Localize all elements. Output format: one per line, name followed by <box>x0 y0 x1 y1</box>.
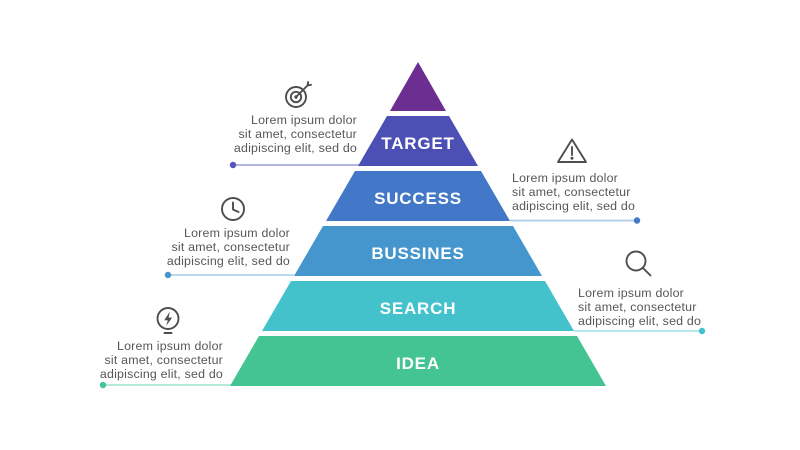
band-label-target: TARGET <box>381 134 454 153</box>
note-idea-line2: sit amet, consectetur <box>104 353 223 368</box>
note-idea: Lorem ipsum dolor sit amet, consectetur … <box>100 339 223 382</box>
note-success-line3: adipiscing elit, sed do <box>512 199 636 214</box>
note-search-line2: sit amet, consectetur <box>578 300 697 315</box>
pyramid-level-idea <box>230 336 606 386</box>
note-bussines-line2: sit amet, consectetur <box>171 240 290 255</box>
note-target-line3: adipiscing elit, sed do <box>233 141 357 156</box>
note-bussines-line3: adipiscing elit, sed do <box>166 254 290 269</box>
band-label-success: SUCCESS <box>374 189 462 208</box>
connector-dot-success <box>633 217 641 224</box>
warning-icon <box>557 138 587 163</box>
target-icon <box>285 81 312 108</box>
band-label-bussines: BUSSINES <box>371 244 464 263</box>
note-success-line1: Lorem ipsum dolor <box>512 171 619 185</box>
note-search-line1: Lorem ipsum dolor <box>578 286 685 300</box>
search-icon <box>625 250 652 277</box>
bulb-icon <box>156 307 180 334</box>
band-label-search: SEARCH <box>380 299 457 318</box>
pyramid-level-bussines <box>294 226 542 276</box>
note-bussines-line1: Lorem ipsum dolor <box>183 226 290 240</box>
note-search: Lorem ipsum dolor sit amet, consectetur … <box>578 286 701 329</box>
clock-icon <box>221 197 245 221</box>
note-success-line2: sit amet, consectetur <box>512 185 631 200</box>
band-label-idea: IDEA <box>396 354 440 373</box>
note-idea-line1: Lorem ipsum dolor <box>116 339 223 353</box>
note-search-line3: adipiscing elit, sed do <box>578 314 702 329</box>
note-success: Lorem ipsum dolor sit amet, consectetur … <box>512 171 635 214</box>
pyramid-level-target <box>358 116 478 166</box>
note-idea-line3: adipiscing elit, sed do <box>99 367 223 382</box>
note-target: Lorem ipsum dolor sit amet, consectetur … <box>234 113 357 156</box>
note-target-line2: sit amet, consectetur <box>238 127 357 142</box>
note-bussines: Lorem ipsum dolor sit amet, consectetur … <box>167 226 290 269</box>
connector-dot-bussines <box>164 271 172 279</box>
connector-dot-search <box>698 327 706 335</box>
pyramid-level-search <box>262 281 574 331</box>
connector-dot-idea <box>99 381 107 389</box>
note-target-line1: Lorem ipsum dolor <box>250 113 357 127</box>
pyramid-level-success <box>326 171 510 221</box>
connector-dot-target <box>229 161 237 169</box>
pyramid-cap <box>390 62 446 111</box>
